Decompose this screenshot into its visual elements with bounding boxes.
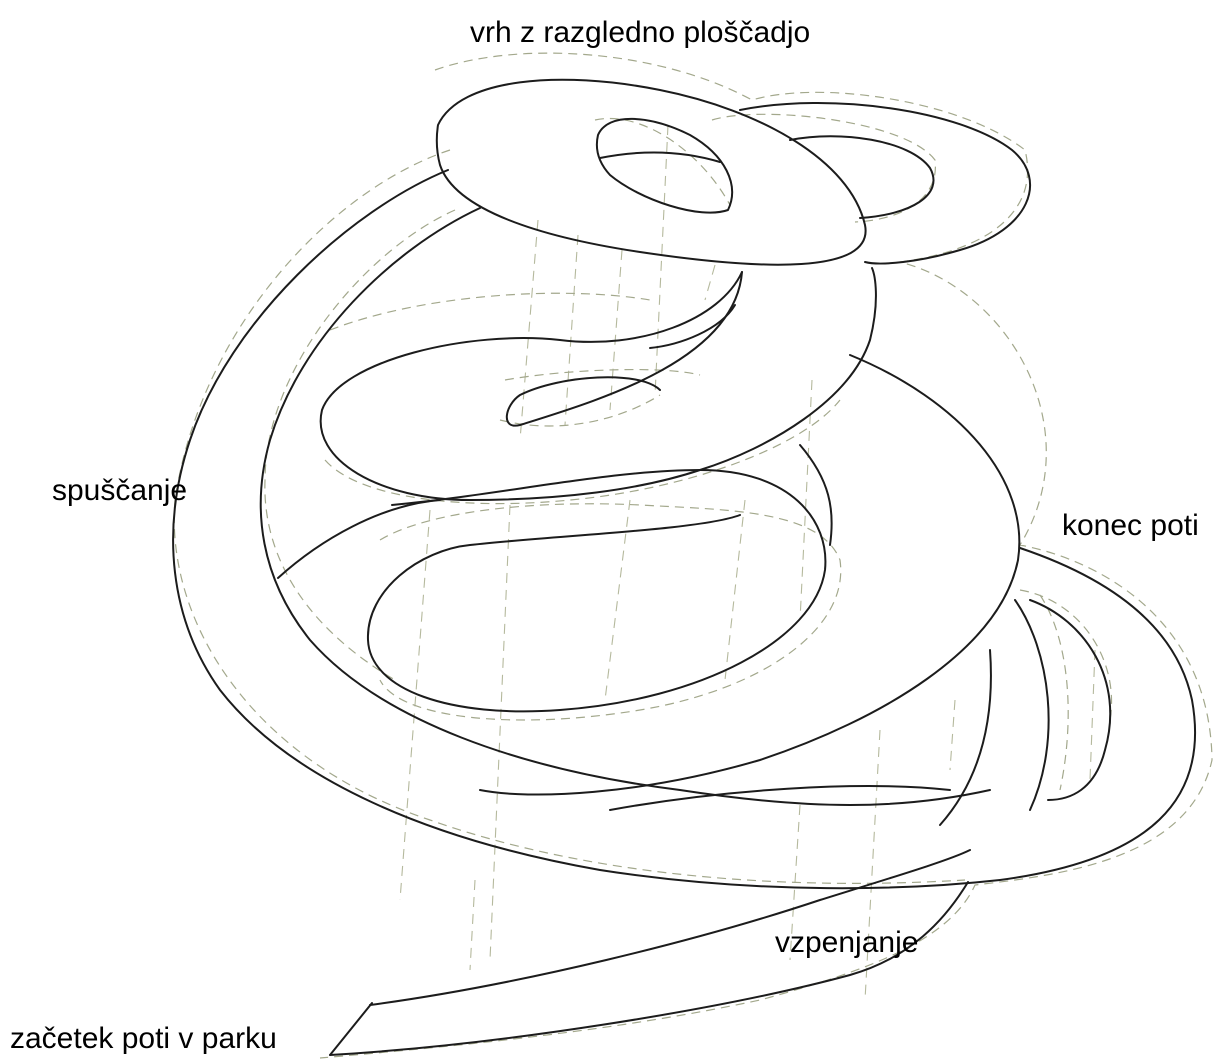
spiral-ribbon: [172, 78, 1197, 1056]
labels: vrh z razgledno ploščadjo spuščanje kone…: [10, 16, 1199, 1055]
projection-line: [654, 124, 669, 396]
path-start-cut: [329, 1002, 373, 1056]
summit-platform-outer: [435, 78, 867, 266]
label-descent: spuščanje: [52, 474, 187, 507]
ground-outline-inner-3: [324, 292, 841, 505]
label-path-end: konec poti: [1062, 509, 1199, 542]
projection-line: [724, 499, 746, 681]
label-ascent: vzpenjanje: [775, 926, 918, 959]
ground-outline: [173, 52, 1213, 1059]
lower-loop-inner: [366, 469, 827, 713]
projection-line: [949, 699, 956, 771]
upper-loop-back: [599, 151, 721, 163]
projection-guides: [399, 124, 1096, 1001]
descent-band-outer: [172, 169, 1197, 890]
right-strand-4: [609, 785, 951, 811]
label-summit: vrh z razgledno ploščadjo: [470, 16, 810, 49]
ground-outline-inner-1: [264, 209, 456, 681]
projection-line: [609, 249, 623, 411]
right-strand-3: [1029, 599, 1112, 801]
ground-outline-left: [173, 149, 966, 884]
middle-coil-band-2: [649, 304, 736, 349]
ground-outline-outer: [319, 52, 1213, 1059]
middle-coil-band-1: [319, 267, 877, 501]
label-path-start: začetek poti v parku: [10, 1022, 277, 1055]
right-strand-1: [939, 649, 992, 826]
projection-line: [1089, 649, 1096, 781]
projection-line: [489, 504, 511, 961]
ascent-band-lower: [329, 881, 969, 1056]
ground-outline-inner-4: [379, 503, 842, 721]
summit-platform-inner: [595, 117, 733, 214]
projection-line: [799, 379, 813, 621]
ground-outline-inner-2: [594, 113, 936, 223]
projection-line: [604, 499, 631, 701]
upper-loop-inner: [789, 135, 935, 219]
right-strand-2: [1014, 599, 1050, 811]
ascent-band-upper: [369, 849, 971, 1006]
projection-line: [864, 729, 881, 1001]
projection-line: [564, 234, 579, 426]
lower-loop-outer: [479, 354, 1021, 796]
projection-line: [519, 219, 539, 441]
ground-outline-inner-6: [1019, 589, 1112, 791]
projection-line: [469, 879, 476, 971]
lower-loop-band: [277, 444, 833, 579]
descent-band-inner: [259, 207, 991, 806]
projection-line: [704, 264, 716, 301]
upper-loop-outer: [739, 102, 1031, 265]
middle-coil-outer: [505, 271, 743, 427]
